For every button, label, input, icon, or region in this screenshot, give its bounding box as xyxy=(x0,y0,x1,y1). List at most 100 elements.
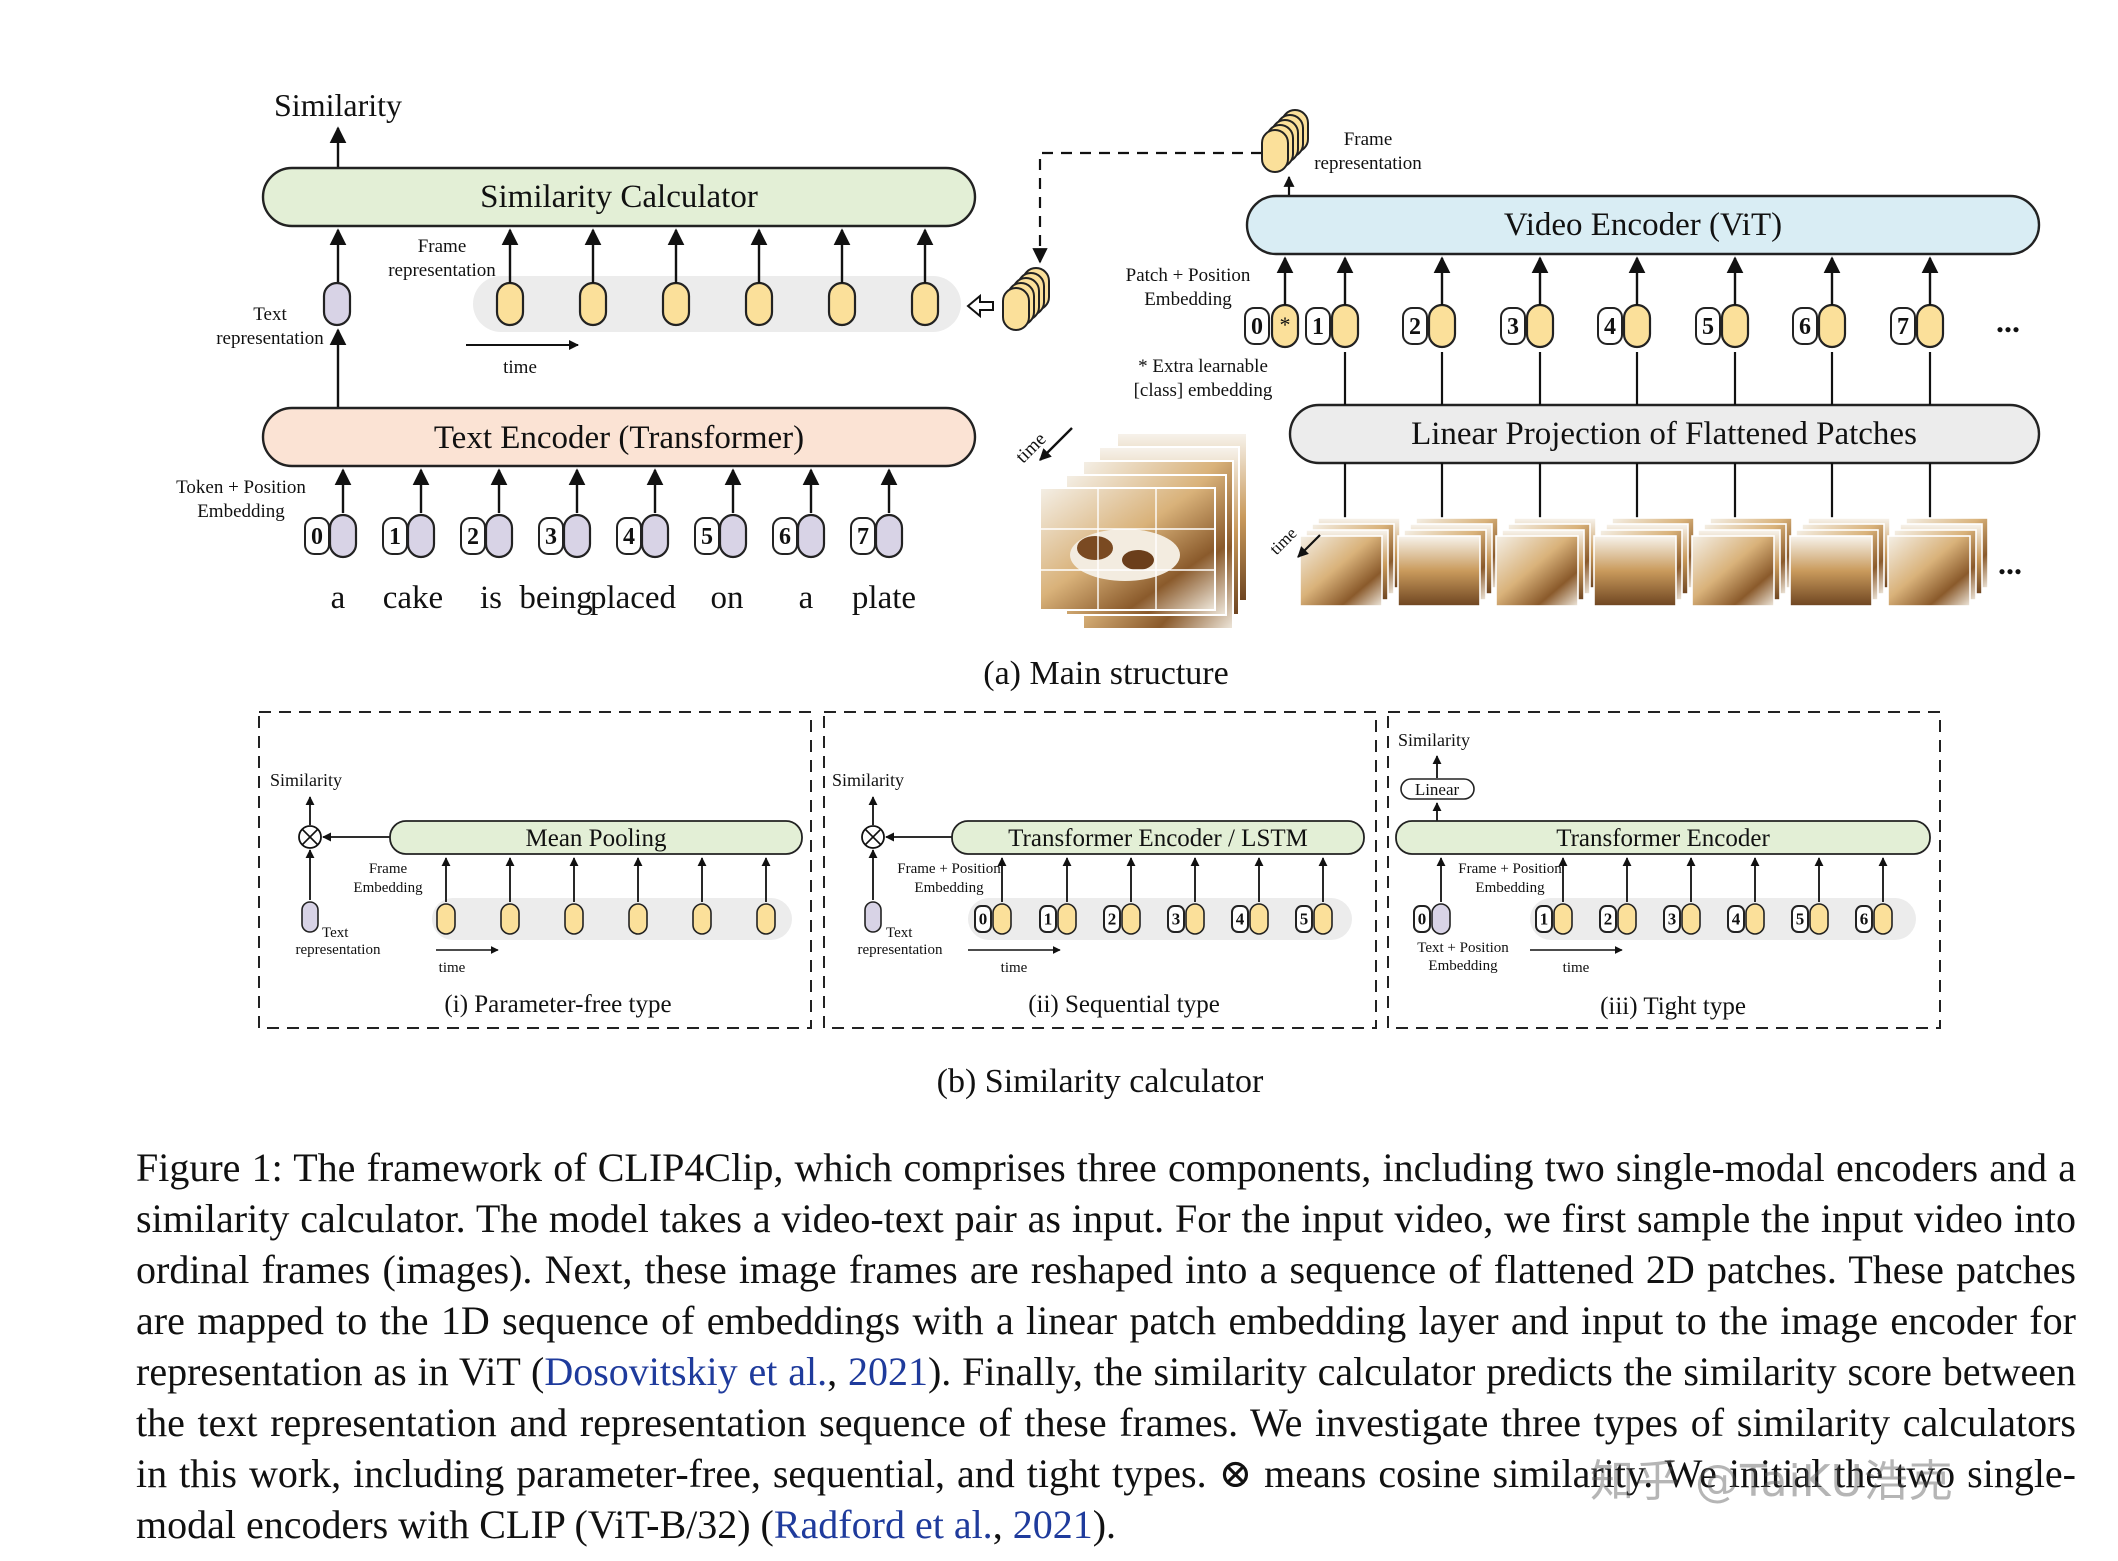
calc-frame-token-0 xyxy=(495,281,525,327)
patch-token-3-box xyxy=(1500,307,1526,345)
text-representation-label-1: Text xyxy=(253,304,287,325)
patch-time-label: time xyxy=(1266,524,1301,559)
p3-capsule-0 xyxy=(1553,903,1573,935)
citation-dosovitskiy-link[interactable]: Dosovitskiy et al. xyxy=(544,1349,828,1394)
p3-token-4-box xyxy=(1791,905,1809,933)
patch-capsule-1 xyxy=(1330,303,1360,349)
p3-token-1-box xyxy=(1599,905,1617,933)
p2-token-5-id: 5 xyxy=(1300,910,1309,929)
caption-sep-1: , xyxy=(827,1349,848,1394)
hollow-arrow-icon xyxy=(966,293,994,319)
text-token-2-id: 2 xyxy=(467,524,479,550)
video-frames-stack-image: time xyxy=(1012,427,1248,630)
p2-token-4-id: 4 xyxy=(1236,910,1245,929)
text-encoder-label: Text Encoder (Transformer) xyxy=(434,420,804,456)
p2-similarity-label: Similarity xyxy=(832,770,904,790)
p1-embedding-1: Frame xyxy=(369,861,408,877)
p1-time: time xyxy=(439,960,466,976)
linear-projection-label: Linear Projection of Flattened Patches xyxy=(1411,416,1917,452)
patch-token-6-id: 6 xyxy=(1799,314,1811,340)
citation-dosovitskiy-year-link[interactable]: 2021 xyxy=(847,1349,928,1394)
patch-position-embedding-label-2: Embedding xyxy=(1144,289,1232,310)
patch-stack-5-layer-0 xyxy=(1789,535,1873,607)
caption-sep-2: , xyxy=(992,1502,1013,1547)
citation-radford-year-link[interactable]: 2021 xyxy=(1012,1502,1093,1547)
text-token-0-id: 0 xyxy=(311,524,323,550)
flattened-patch-stacks xyxy=(1299,517,1989,607)
p2-token-3-id: 3 xyxy=(1172,910,1181,929)
p3-token-3-id: 4 xyxy=(1732,910,1741,929)
word-4: placed xyxy=(590,580,677,616)
text-token-6-id: 6 xyxy=(779,524,791,550)
p3-token-2-id: 3 xyxy=(1668,910,1677,929)
p2-token-2-id: 2 xyxy=(1108,910,1117,929)
stackLeft-frame-0 xyxy=(1002,287,1030,331)
frame-sequence-track xyxy=(473,276,961,332)
p3-token-0-id: 1 xyxy=(1540,910,1549,929)
p1-token-4 xyxy=(692,903,712,935)
word-7: plate xyxy=(852,580,916,616)
p2-capsule-0 xyxy=(992,903,1012,935)
p1-token-5 xyxy=(756,903,776,935)
frame-representation-label-1: Frame xyxy=(418,236,467,257)
p3-text-token-id: 0 xyxy=(1418,910,1427,929)
calc-frame-token-4 xyxy=(827,281,857,327)
patch-token-7-id: 7 xyxy=(1897,314,1909,340)
patch-capsule-6 xyxy=(1817,303,1847,349)
subcaption-main-structure: (a) Main structure xyxy=(983,655,1228,692)
p3-capsule-3 xyxy=(1745,903,1765,935)
patch-stack-0-layer-0 xyxy=(1299,535,1383,607)
patch-token-5-id: 5 xyxy=(1702,314,1714,340)
p2-token-5-box xyxy=(1295,905,1313,933)
text-token-4-id: 4 xyxy=(623,524,635,550)
p3-embedding-2: Embedding xyxy=(1475,880,1545,896)
p2-transformer-lstm-block xyxy=(951,820,1365,855)
patch-token-2-id: 2 xyxy=(1409,314,1421,340)
patch-token-1-id: 1 xyxy=(1312,314,1324,340)
frame-stack-top xyxy=(1261,109,1309,173)
token-position-embedding-label-1: Token + Position xyxy=(176,477,306,498)
patch-capsule-5 xyxy=(1720,303,1750,349)
subcaption-similarity-calculator: (b) Similarity calculator xyxy=(937,1063,1264,1100)
p3-embedding-1: Frame + Position xyxy=(1458,861,1562,877)
patch-token-7-box xyxy=(1890,307,1916,345)
p1-mean-pooling-block xyxy=(389,820,803,855)
p3-text-capsule xyxy=(1431,903,1451,935)
p2-label: (ii) Sequential type xyxy=(1028,991,1220,1018)
patch-token-3-id: 3 xyxy=(1507,314,1519,340)
text-token-capsule-2 xyxy=(484,513,514,559)
extra-learnable-label-1: * Extra learnable xyxy=(1138,356,1268,377)
stackTop-frame-0 xyxy=(1261,129,1289,173)
p2-token-1-box xyxy=(1039,905,1057,933)
word-6: a xyxy=(799,580,814,616)
calc-frame-token-1 xyxy=(578,281,608,327)
p3-capsule-2 xyxy=(1681,903,1701,935)
p3-token-4-id: 5 xyxy=(1796,910,1805,929)
word-2: is xyxy=(480,580,502,616)
patch-stack-6-layer-0 xyxy=(1887,535,1971,607)
sequential-diagram: Similarity Transformer Encoder / LSTM Te… xyxy=(832,770,1365,1018)
p1-token-2 xyxy=(564,903,584,935)
p2-capsule-4 xyxy=(1249,903,1269,935)
p3-capsule-5 xyxy=(1873,903,1893,935)
p2-embedding-1: Frame + Position xyxy=(897,861,1001,877)
p2-text-rep-1: Text xyxy=(886,925,913,941)
patch-token-4-id: 4 xyxy=(1604,314,1616,340)
p1-similarity-label: Similarity xyxy=(270,770,342,790)
p3-text-token-box xyxy=(1413,905,1431,933)
figure-caption: Figure 1: The framework of CLIP4Clip, wh… xyxy=(136,1142,2076,1550)
p2-capsule-3 xyxy=(1185,903,1205,935)
calc-frame-token-5 xyxy=(910,281,940,327)
text-token-5-id: 5 xyxy=(701,524,713,550)
similarity-output-label: Similarity xyxy=(274,87,402,123)
caption-text-3: ). xyxy=(1092,1502,1117,1547)
time-label: time xyxy=(503,357,537,378)
citation-radford-link[interactable]: Radford et al. xyxy=(773,1502,993,1547)
p2-time: time xyxy=(1001,960,1028,976)
similarity-calculator-label: Similarity Calculator xyxy=(480,179,758,215)
p3-token-5-id: 6 xyxy=(1860,910,1869,929)
patch-capsule-3 xyxy=(1525,303,1555,349)
patch-time-arrow xyxy=(1297,534,1321,558)
text-token-7-id: 7 xyxy=(857,524,869,550)
